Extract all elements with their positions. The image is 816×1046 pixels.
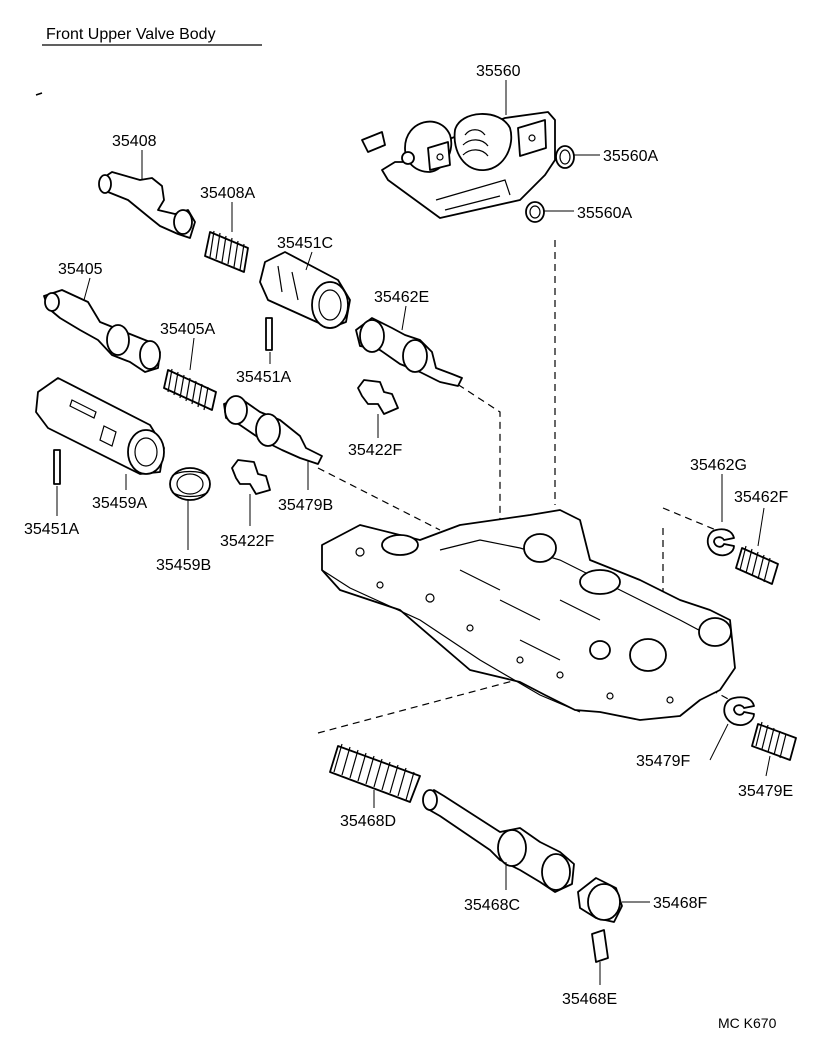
retainer-35422f-lower	[231, 459, 271, 495]
label-35451a-lower: 35451A	[24, 521, 79, 538]
valve-35462e	[355, 317, 463, 387]
pin-35451a-upper	[265, 317, 273, 351]
label-35468d: 35468D	[340, 813, 396, 830]
label-35560a-upper: 35560A	[603, 148, 658, 165]
diagram-title: Front Upper Valve Body	[46, 26, 216, 43]
label-35468f: 35468F	[653, 895, 707, 912]
diagram-code: MC K670	[718, 1015, 777, 1031]
label-35405a: 35405A	[160, 321, 215, 338]
label-35462e: 35462E	[374, 289, 429, 306]
valve-35479b	[223, 395, 323, 465]
sleeve-35451c	[259, 251, 351, 329]
label-35479f: 35479F	[636, 753, 690, 770]
label-35479e: 35479E	[738, 783, 793, 800]
label-35462f: 35462F	[734, 489, 788, 506]
valve-35408	[98, 171, 196, 239]
o-ring-35560a-lower	[525, 201, 545, 223]
label-35422f-lower: 35422F	[220, 533, 274, 550]
label-35560: 35560	[476, 63, 521, 80]
valve-35468c	[422, 789, 575, 893]
spring-35479e	[751, 721, 797, 761]
spring-35405a	[163, 368, 217, 411]
alignment-lines	[317, 240, 731, 734]
spring-35459b	[169, 467, 211, 501]
spring-35462f	[735, 545, 779, 585]
label-35451a-upper: 35451A	[236, 369, 291, 386]
valve-body-housing	[321, 509, 736, 721]
label-35408a: 35408A	[200, 185, 255, 202]
label-35468c: 35468C	[464, 897, 520, 914]
mark	[35, 92, 43, 96]
retainer-35422f-upper	[357, 379, 399, 415]
spring-35408a	[204, 230, 249, 273]
pin-35451a-lower	[53, 449, 61, 485]
o-ring-35560a-upper	[555, 145, 575, 169]
label-35405: 35405	[58, 261, 103, 278]
label-35451c: 35451C	[277, 235, 333, 252]
label-35468e: 35468E	[562, 991, 617, 1008]
label-35560a-lower: 35560A	[577, 205, 632, 222]
spring-35468d	[329, 743, 421, 803]
solenoid-35560	[361, 111, 556, 219]
key-35468e	[591, 929, 609, 963]
label-35422f-upper: 35422F	[348, 442, 402, 459]
e-ring-35479f	[723, 696, 755, 726]
label-35462g: 35462G	[690, 457, 747, 474]
plug-35468f	[577, 877, 623, 923]
valve-35405	[43, 289, 161, 373]
label-35479b: 35479B	[278, 497, 333, 514]
e-ring-35462g	[706, 528, 735, 557]
label-35459b: 35459B	[156, 557, 211, 574]
sleeve-35459a	[35, 377, 165, 475]
label-35408: 35408	[112, 133, 157, 150]
part-labels: 35560 35560A 35560A 35408 35408A 35451C …	[24, 63, 793, 1008]
label-35459a: 35459A	[92, 495, 147, 512]
leader-lines	[56, 80, 771, 985]
